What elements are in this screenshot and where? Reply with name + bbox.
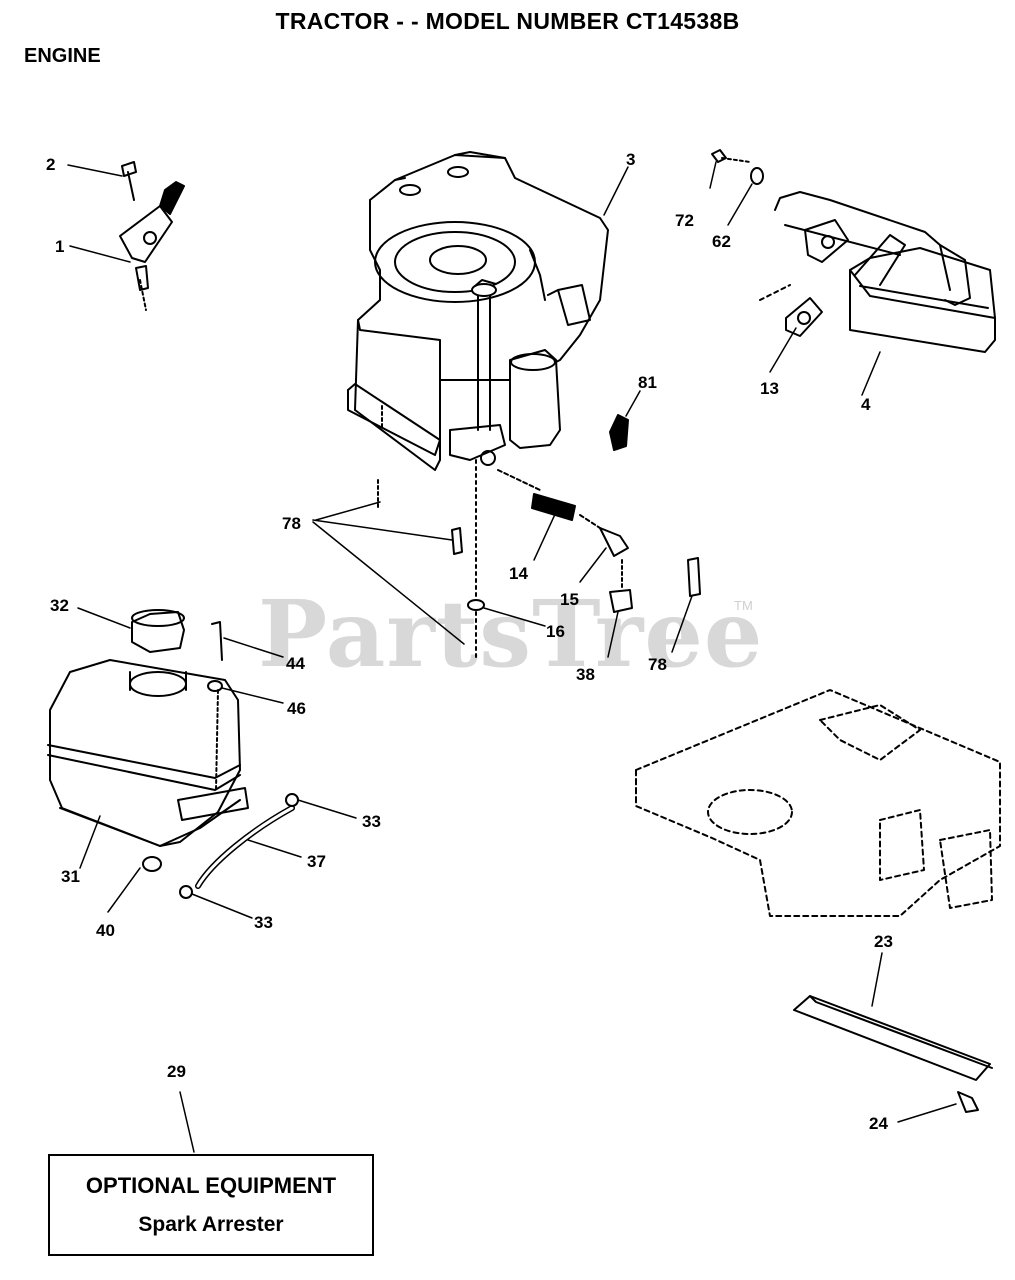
oil-drain-parts	[377, 414, 701, 661]
fuel-tank-assembly	[47, 609, 249, 872]
callout-2: 2	[46, 155, 55, 174]
callout-29: 29	[167, 1062, 186, 1081]
optional-equipment-item: Spark Arrester	[138, 1213, 284, 1236]
callout-15: 15	[560, 590, 579, 609]
callout-62: 62	[712, 232, 731, 251]
callout-labels: 1 2 3 4 13 14 15 16 23 24 29 31 32 33 33…	[46, 150, 893, 1133]
optional-equipment-box: OPTIONAL EQUIPMENT Spark Arrester	[48, 1154, 374, 1256]
callout-44: 44	[286, 654, 305, 673]
muffler-assembly	[711, 149, 996, 353]
callout-14: 14	[509, 564, 528, 583]
page-title: TRACTOR - - MODEL NUMBER CT14538B	[275, 8, 740, 34]
callout-31: 31	[61, 867, 80, 886]
callout-46: 46	[287, 699, 306, 718]
leader-lines	[67, 161, 957, 1153]
callout-38: 38	[576, 665, 595, 684]
callout-13: 13	[760, 379, 779, 398]
callout-16: 16	[546, 622, 565, 641]
callout-32: 32	[50, 596, 69, 615]
callout-33b: 33	[254, 913, 273, 932]
callout-37: 37	[307, 852, 326, 871]
section-label: ENGINE	[24, 45, 101, 67]
callout-40: 40	[96, 921, 115, 940]
frame-plate	[635, 689, 1001, 917]
callout-4: 4	[861, 395, 871, 414]
engine-assembly	[347, 151, 609, 471]
callout-81: 81	[638, 373, 657, 392]
callout-78b: 78	[648, 655, 667, 674]
heat-shield	[793, 995, 993, 1113]
callout-23: 23	[874, 932, 893, 951]
callout-33a: 33	[362, 812, 381, 831]
callout-78a: 78	[282, 514, 301, 533]
watermark-trademark: TM	[734, 598, 753, 613]
optional-equipment-title: OPTIONAL EQUIPMENT	[85, 1173, 337, 1198]
callout-1: 1	[55, 237, 64, 256]
callout-72: 72	[675, 211, 694, 230]
callout-24: 24	[869, 1114, 888, 1133]
throttle-control	[119, 161, 185, 311]
callout-3: 3	[626, 150, 635, 169]
